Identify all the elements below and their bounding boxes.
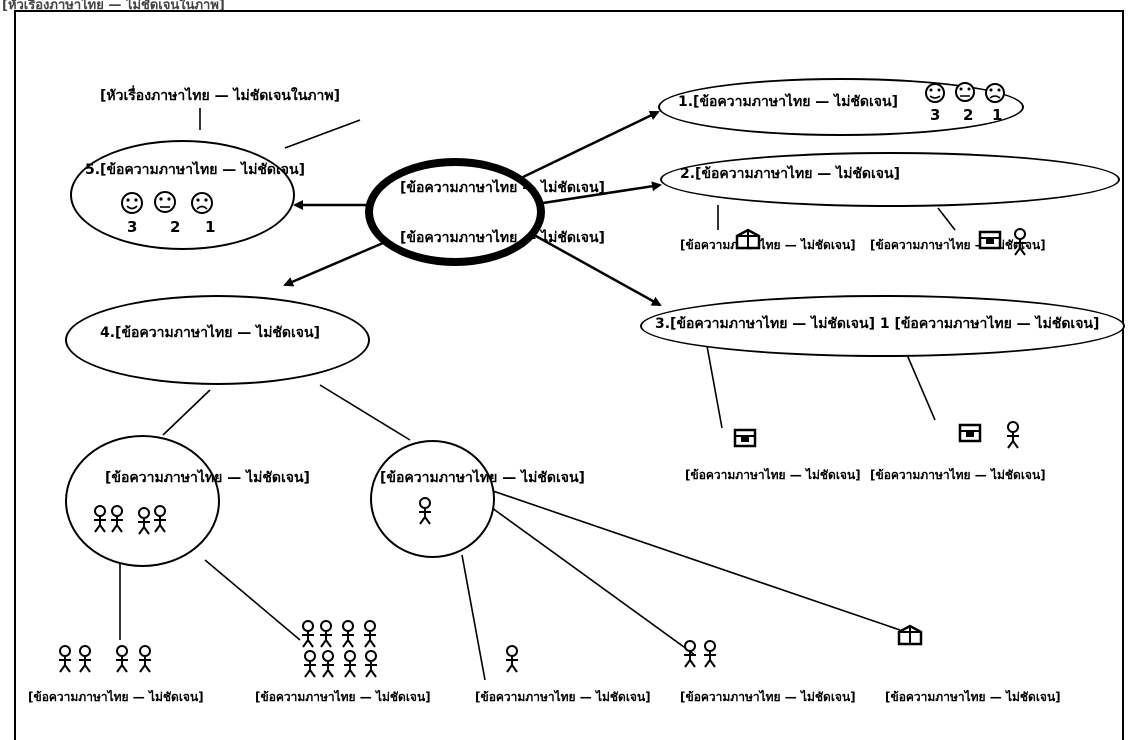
person-icon: [303, 650, 317, 678]
step1-rating-2: 2: [963, 106, 974, 124]
step4-label: 4.[ข้อความภาษาไทย — ไม่ชัดเจน]: [100, 325, 320, 341]
person-icon: [137, 507, 151, 535]
person-icon: [321, 650, 335, 678]
parent-label: [ข้อความภาษาไทย — ไม่ชัดเจน]: [885, 690, 1061, 704]
self-label: [ข้อความภาษาไทย — ไม่ชัดเจน]: [475, 690, 651, 704]
step2-individual-label: [ข้อความภาษาไทย — ไม่ชัดเจน]: [870, 238, 1046, 252]
step5-label: 5.[ข้อความภาษาไทย — ไม่ชัดเจน]: [85, 162, 305, 178]
line-individual-parent: [489, 489, 901, 631]
group-members-label: [ข้อความภาษาไทย — ไม่ชัดเจน]: [28, 690, 204, 704]
arrow-to-step4: [283, 238, 391, 287]
person-icon: [93, 505, 107, 533]
line-individual-self: [461, 554, 486, 681]
step5-rating-2: 2: [170, 218, 181, 236]
step5-rating-1: 1: [205, 218, 216, 236]
line-step3-individual: [904, 349, 936, 421]
step1-rating-3: 3: [930, 106, 941, 124]
friend-label: [ข้อความภาษาไทย — ไม่ชัดเจน]: [680, 690, 856, 704]
step2-node: [660, 152, 1120, 207]
person-icon: [319, 620, 333, 648]
center-node-line2: [ข้อความภาษาไทย — ไม่ชัดเจน]: [400, 230, 605, 246]
person-icon: [418, 497, 432, 525]
folder-icon: [978, 230, 1002, 250]
line-group-others: [204, 559, 301, 641]
person-icon: [115, 645, 129, 673]
step5-node: [70, 140, 295, 250]
step1-label: 1.[ข้อความภาษาไทย — ไม่ชัดเจน]: [678, 94, 898, 110]
individual-node: [370, 440, 495, 558]
person-icon: [363, 620, 377, 648]
step5-note: [หัวเรื่องภาษาไทย — ไม่ชัดเจนในภาพ]: [100, 88, 340, 104]
individual-node-label: [ข้อความภาษาไทย — ไม่ชัดเจน]: [380, 470, 585, 486]
step3-group-label: [ข้อความภาษาไทย — ไม่ชัดเจน]: [685, 468, 861, 482]
step1-rating-1: 1: [992, 106, 1003, 124]
person-icon: [1013, 228, 1027, 256]
person-icon: [703, 640, 717, 668]
person-icon: [505, 645, 519, 673]
diagram-frame: [14, 10, 1124, 740]
line-step4-group: [162, 389, 211, 436]
step3-label: 3.[ข้อความภาษาไทย — ไม่ชัดเจน] 1 [ข้อควา…: [655, 316, 1100, 332]
group-node: [65, 435, 220, 567]
smiley-face-icon: [121, 192, 143, 214]
person-icon: [343, 650, 357, 678]
person-icon: [683, 640, 697, 668]
person-icon: [364, 650, 378, 678]
center-node-line1: [ข้อความภาษาไทย — ไม่ชัดเจน]: [400, 180, 605, 196]
smiley-face-icon: [925, 83, 945, 103]
other-groups-label: [ข้อความภาษาไทย — ไม่ชัดเจน]: [255, 690, 431, 704]
person-icon: [58, 645, 72, 673]
step5-rating-3: 3: [127, 218, 138, 236]
arrow-to-step3: [524, 228, 662, 307]
person-icon: [138, 645, 152, 673]
box-icon: [897, 624, 923, 646]
step2-label: 2.[ข้อความภาษาไทย — ไม่ชัดเจน]: [680, 166, 900, 182]
step2-group-label: [ข้อความภาษาไทย — ไม่ชัดเจน]: [680, 238, 856, 252]
line-individual-friend: [487, 504, 696, 656]
person-icon: [341, 620, 355, 648]
page-header: [หัวเรื่องภาษาไทย — ไม่ชัดเจนในภาพ]: [2, 0, 225, 13]
step3-individual-label: [ข้อความภาษาไทย — ไม่ชัดเจน]: [870, 468, 1046, 482]
folder-icon: [733, 428, 757, 448]
step3-node: [640, 295, 1125, 357]
person-icon: [301, 620, 315, 648]
box-icon: [735, 228, 761, 250]
line-step2-individual: [937, 207, 956, 231]
line-step3-group: [704, 334, 723, 429]
person-icon: [110, 505, 124, 533]
step4-node: [65, 295, 370, 385]
person-icon: [1006, 421, 1020, 449]
folder-icon: [958, 423, 982, 443]
group-node-label: [ข้อความภาษาไทย — ไม่ชัดเจน]: [105, 470, 310, 486]
center-node: [365, 158, 545, 266]
person-icon: [153, 505, 167, 533]
arrow-to-step2: [529, 181, 662, 207]
line-header-step5: [284, 119, 361, 149]
line-step4-individual: [319, 384, 411, 441]
person-icon: [78, 645, 92, 673]
